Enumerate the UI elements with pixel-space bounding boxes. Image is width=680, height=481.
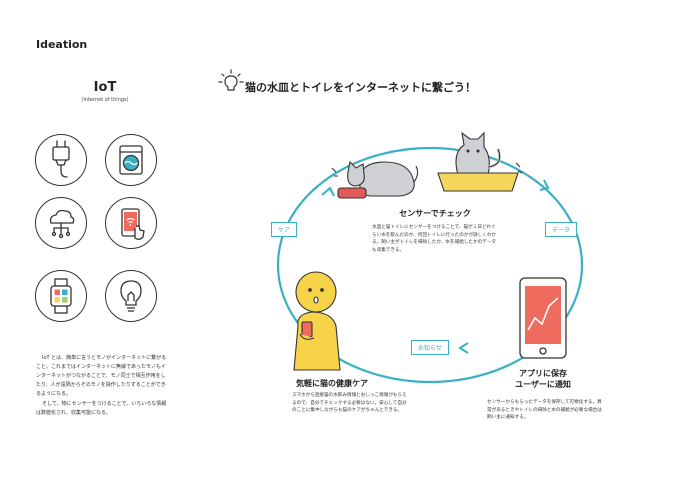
- smartphone-wifi-icon: [105, 197, 157, 249]
- cat-drinking-illustration: [331, 160, 419, 199]
- iot-subtitle: (Internet of things): [81, 97, 129, 103]
- idea-lightbulb-icon: [218, 69, 244, 91]
- arrow-care: [321, 186, 335, 197]
- iot-description: IoT とは、簡単に言うとモノがインターネットに繋がること。これまではインターネ…: [36, 354, 170, 419]
- iot-description-1: IoT とは、簡単に言うとモノがインターネットに繋がること。これまではインターネ…: [36, 355, 167, 397]
- arrow-data: [539, 179, 550, 191]
- iot-description-2: そして、物にセンサーをつけることで、いろいろな情報は数値化され、収集可能になる。: [36, 401, 167, 416]
- iot-title: IoT: [93, 80, 117, 95]
- plug-icon: [35, 134, 87, 186]
- page-heading: Ideation: [36, 38, 88, 51]
- care-tag: ケア: [271, 222, 298, 237]
- notify-tag: お知らせ: [411, 340, 449, 355]
- app-label: アプリに保存 ユーザーに通知: [497, 368, 589, 390]
- cat-litterbox-illustration: [437, 131, 523, 192]
- main-title: 猫の水皿とトイレをインターネットに繋ごう！: [245, 81, 476, 94]
- data-tag: データ: [545, 222, 578, 237]
- app-label-line-2: ユーザーに通知: [515, 380, 571, 389]
- app-description: センサーからもらったデータを保存して可視化する。異常があるときやトイレの掃除と水…: [487, 400, 602, 420]
- health-care-description: スマホから直接猫の水飲み情報とおしっこ情報がもらえるので、自分でチェックする必要…: [292, 393, 407, 413]
- smartphone-app-illustration: [519, 277, 567, 359]
- person-phone-illustration: [293, 271, 341, 371]
- sensor-check-label: センサーでチェック: [399, 209, 471, 218]
- app-label-line-1: アプリに保存: [519, 369, 567, 378]
- arrow-notify: [458, 342, 469, 354]
- smartwatch-icon: [35, 270, 87, 322]
- sensor-check-description: 水皿と猫トイレにセンサーをつけることで、猫が１日どれぐらい水を飲んだのか、何回ト…: [372, 225, 496, 253]
- lightbulb-icon: [105, 270, 157, 322]
- cloud-network-icon: [35, 197, 87, 249]
- health-care-label: 気軽に猫の健康ケア: [296, 379, 368, 388]
- washing-machine-icon: [105, 134, 157, 186]
